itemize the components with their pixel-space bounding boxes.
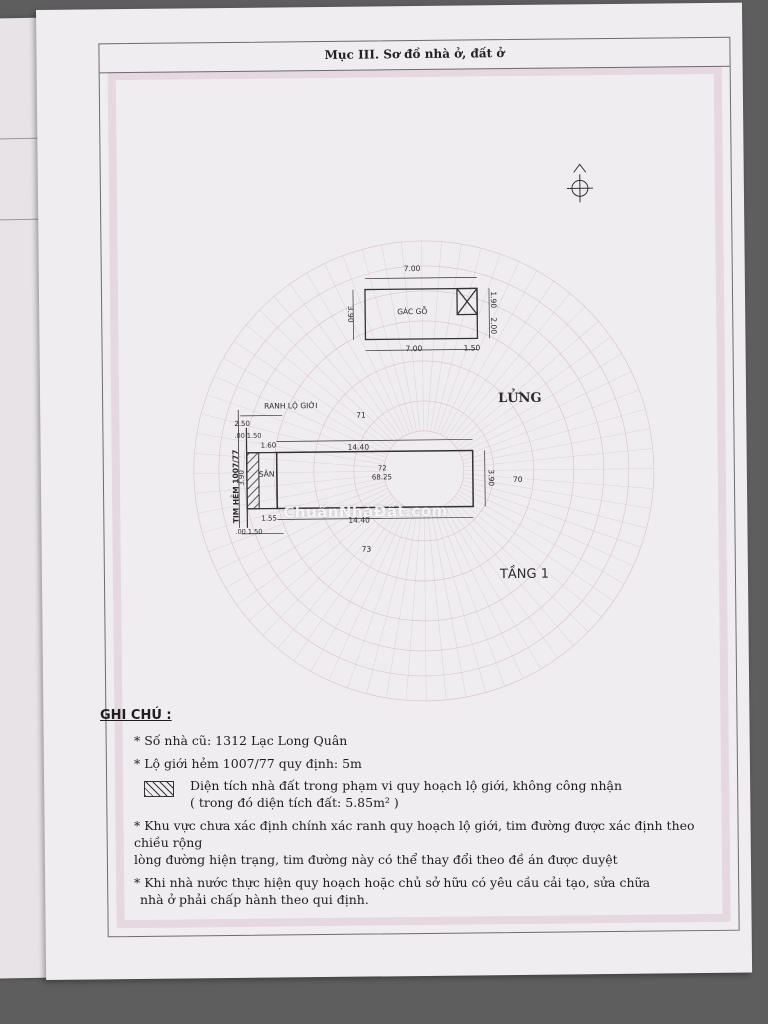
mezz-dim-bottom-right: 1.50 <box>463 343 481 353</box>
north-arrow-icon <box>566 163 593 203</box>
yard-label: SÂN <box>258 469 275 479</box>
neighbor-top: 71 <box>356 410 366 420</box>
dim-right: 3.90 <box>486 469 496 487</box>
mezz-dim-left: 3.90 <box>345 305 356 323</box>
guilloche-background <box>107 65 731 929</box>
notes-section: GHI CHÚ : * Số nhà cũ: 1312 Lạc Long Quâ… <box>100 708 710 908</box>
dim-setback-bottom: 1.55 <box>261 514 277 523</box>
floor-plan-drawing <box>237 163 593 535</box>
mezz-dim-right-bottom: 2.00 <box>489 317 499 335</box>
page-frame: Mục III. Sơ đồ nhà ở, đất ở <box>98 36 740 938</box>
road-boundary-hatch <box>246 452 260 510</box>
hatch-legend-icon <box>144 781 174 797</box>
area-label: 72 <box>377 464 387 473</box>
mezz-dim-right-top: 1.90 <box>488 291 498 309</box>
note-state-1: * Khi nhà nước thực hiện quy hoạch hoặc … <box>134 875 651 890</box>
watermark: ChuẩnNhàĐất.com <box>283 501 448 522</box>
mezz-dim-top: 7.00 <box>403 263 421 274</box>
mezzanine-plan <box>352 277 490 351</box>
notes-title: GHI CHÚ : <box>100 708 172 723</box>
document-page: Mục III. Sơ đồ nhà ở, đất ở <box>36 2 753 980</box>
note-area-1: * Khu vực chưa xác định chính xác ranh q… <box>134 818 695 850</box>
neighbor-right: 70 <box>512 474 523 485</box>
dim-small-top: .00 1.50 <box>234 431 262 440</box>
note-state-2: nhà ở phải chấp hành theo qui định. <box>140 892 369 907</box>
note-hatch-row: Diện tích nhà đất trong phạm vi quy hoạc… <box>100 777 710 811</box>
note-hatch-text-2: ( trong đó diện tích đất: 5.85m² ) <box>190 795 399 810</box>
dim-top: 14.40 <box>347 442 370 452</box>
note-hatch-text-1: Diện tích nhà đất trong phạm vi quy hoạc… <box>190 778 623 793</box>
alley-label: TIM HẺM 1007/77 <box>230 449 241 524</box>
mezz-dim-bottom-left: 7.00 <box>405 343 423 354</box>
mezz-room-label: GÁC GỖ <box>397 306 428 317</box>
dim-setback-top: 2.50 <box>234 419 250 428</box>
ground-title: TẦNG 1 <box>499 566 550 583</box>
dim-small-bottom: .00 1.50 <box>235 527 263 536</box>
note-house-number: * Số nhà cũ: 1312 Lạc Long Quân <box>134 733 348 748</box>
mezz-title: LỬNG <box>498 390 542 407</box>
neighbor-bottom: 73 <box>361 544 372 554</box>
note-road-boundary: * Lộ giới hẻm 1007/77 quy định: 5m <box>134 756 362 771</box>
boundary-label: RANH LỘ GIỚI <box>264 401 318 411</box>
area-value: 68.25 <box>371 473 393 482</box>
dim-yard-top: 1.60 <box>260 441 277 450</box>
note-area-2: lòng đường hiện trạng, tim đường này có … <box>134 852 618 867</box>
